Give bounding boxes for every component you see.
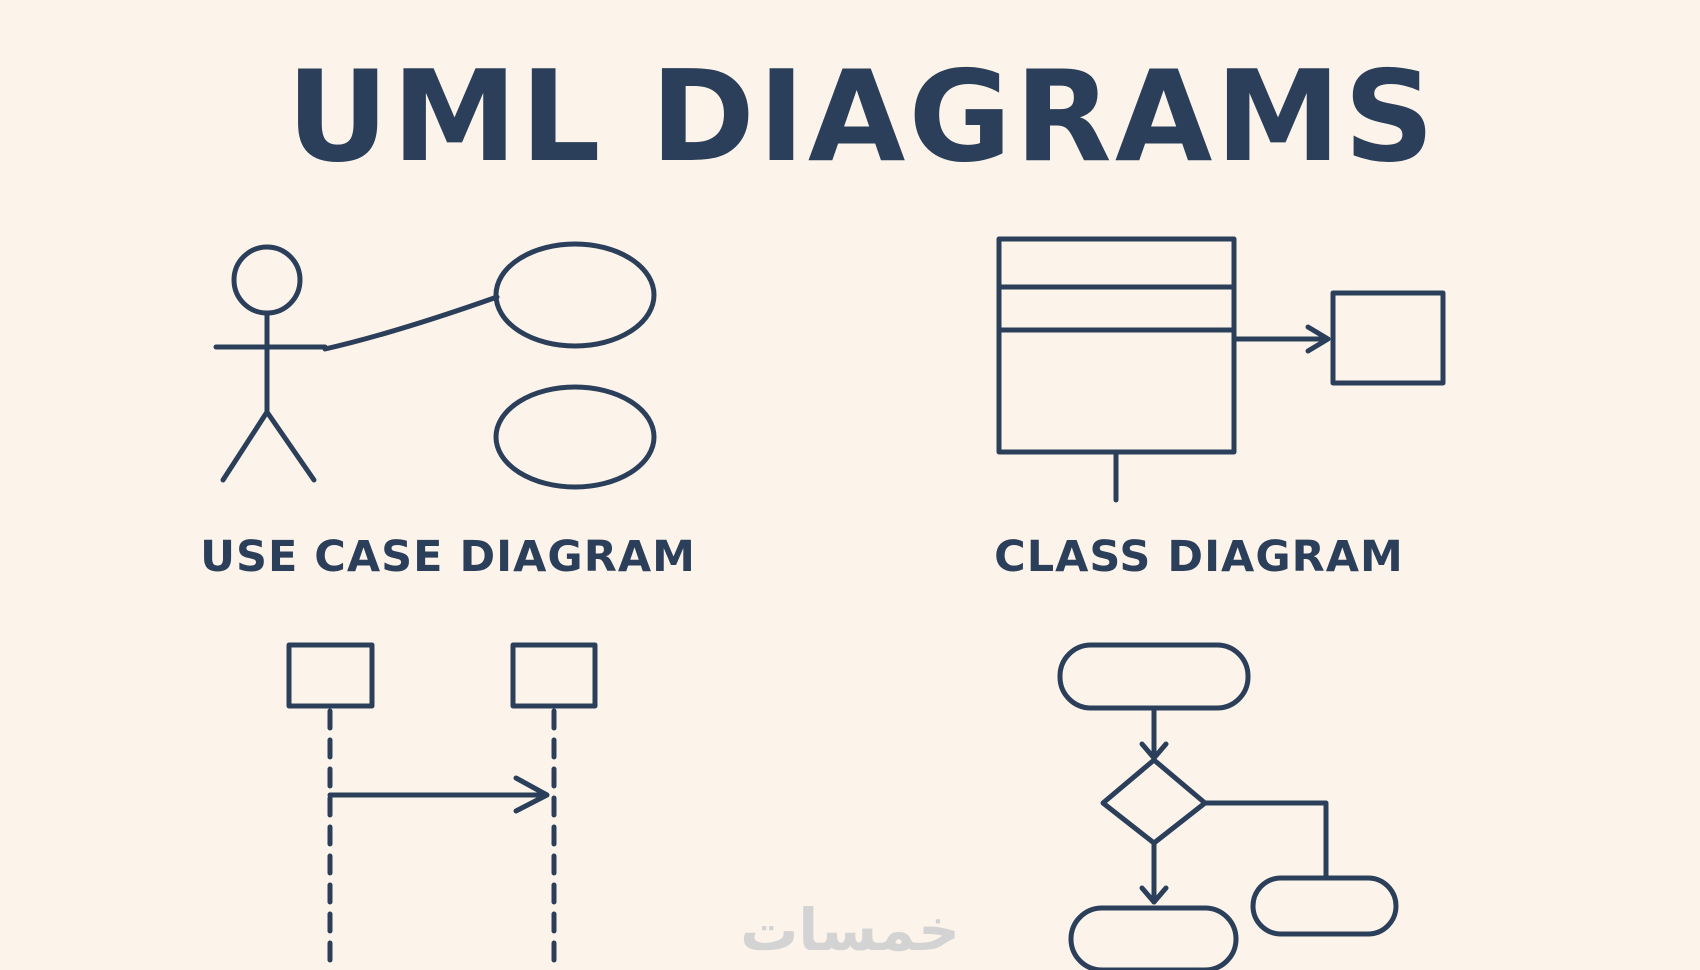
lifeline-object-left	[286, 642, 375, 709]
actor-stick-figure	[213, 244, 328, 483]
use-case-diagram-label: USE CASE DIAGRAM	[200, 532, 696, 582]
class-diagram-label: CLASS DIAGRAM	[994, 532, 1404, 582]
use-case-ellipse-top	[493, 241, 657, 349]
page-title: UML DIAGRAMS	[287, 43, 1438, 190]
actor-left-leg	[220, 409, 270, 483]
actor-right-leg	[264, 409, 317, 483]
use-case-diagram	[213, 241, 657, 490]
use-case-ellipse-bottom	[493, 384, 657, 490]
watermark-logo: خمسات	[740, 896, 960, 964]
class-diagram	[996, 236, 1446, 503]
message-arrowhead	[513, 775, 550, 814]
activity-node-bottom	[1068, 905, 1239, 970]
activity-node-right	[1250, 875, 1399, 937]
flow-arrow-2-head	[1139, 885, 1169, 905]
associated-class-box	[1330, 290, 1446, 386]
sequence-diagram	[286, 642, 598, 970]
association-line	[322, 294, 500, 352]
decision-branch-line	[1202, 800, 1329, 880]
association-arrowhead	[1305, 324, 1331, 354]
activity-diagram	[1057, 642, 1399, 970]
lifeline-object-right	[510, 642, 598, 709]
